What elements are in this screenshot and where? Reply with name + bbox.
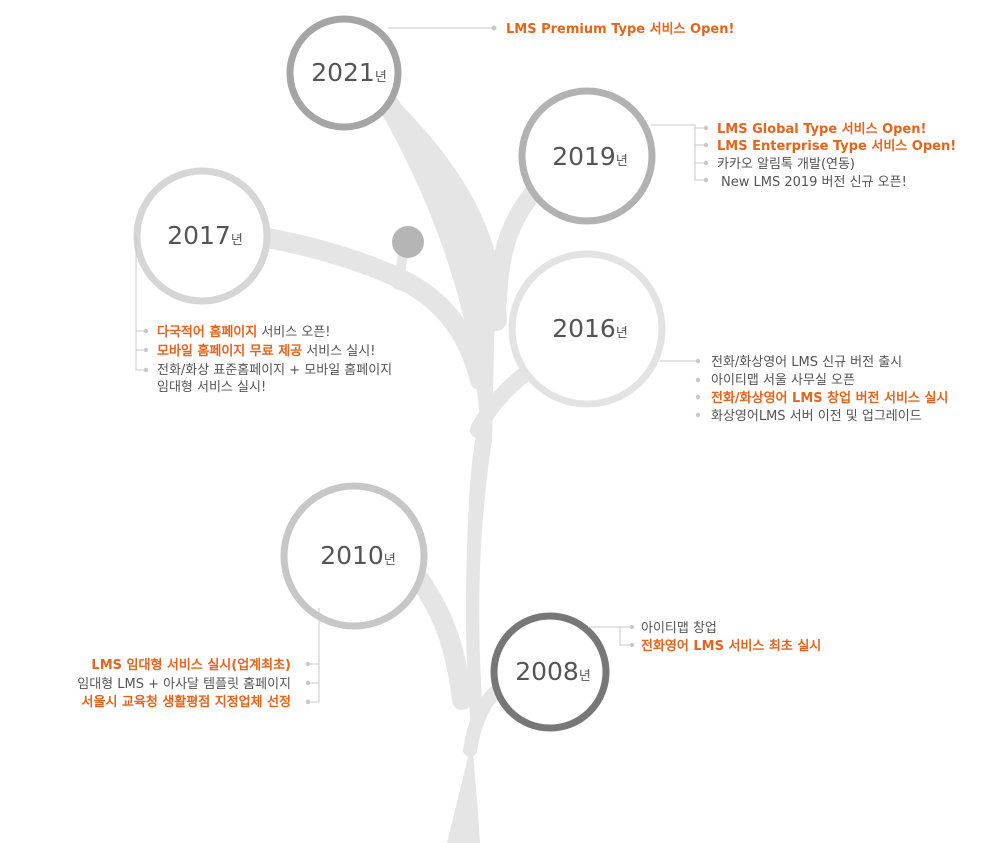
- year-2017-unit: 년: [231, 233, 243, 248]
- items-2019: LMS Global Type 서비스 Open! LMS Enterprise…: [717, 122, 956, 190]
- year-2019-unit: 년: [616, 154, 628, 169]
- item-2008-1: 아이티맵 창업: [641, 621, 717, 636]
- items-2021: LMS Premium Type 서비스 Open!: [506, 22, 734, 37]
- item-2017-2-highlight: 모바일 홈페이지 무료 제공: [157, 343, 302, 359]
- tree-trunk: [380, 95, 495, 843]
- year-2008-unit: 년: [579, 669, 591, 684]
- svg-text:2008년: 2008년: [515, 657, 591, 686]
- item-2010-3: 서울시 교육청 생활평점 지정업체 선정: [82, 694, 291, 710]
- year-2019-circle: 2019년: [518, 87, 656, 225]
- item-2017-1-rest: 서비스 오픈!: [257, 325, 330, 340]
- item-2010-1: LMS 임대형 서비스 실시(업계최초): [91, 657, 291, 673]
- svg-text:다국적어 홈페이지 서비스 오픈!: 다국적어 홈페이지 서비스 오픈!: [157, 324, 331, 340]
- year-2010-circle: 2010년: [280, 482, 428, 630]
- year-2021-unit: 년: [375, 70, 387, 85]
- item-2016-1: 전화/화상영어 LMS 신규 버전 출시: [711, 355, 902, 370]
- branch-twig: [393, 250, 408, 290]
- connectors: [135, 25, 709, 705]
- item-2008-2: 전화영어 LMS 서비스 최초 실시: [641, 638, 821, 654]
- item-2019-4: New LMS 2019 버전 신규 오픈!: [721, 175, 907, 190]
- year-2019-label: 2019: [552, 142, 616, 171]
- year-2016-circle: 2016년: [508, 250, 666, 408]
- svg-text:2019년: 2019년: [552, 142, 628, 171]
- year-2021-label: 2021: [311, 58, 375, 87]
- item-2019-1: LMS Global Type 서비스 Open!: [717, 122, 926, 137]
- year-2008-circle: 2008년: [490, 612, 610, 732]
- year-2010-unit: 년: [384, 553, 396, 568]
- item-2016-2: 아이티맵 서울 사무실 오픈: [711, 373, 855, 388]
- svg-text:모바일 홈페이지 무료 제공 서비스 실시!: 모바일 홈페이지 무료 제공 서비스 실시!: [157, 343, 375, 359]
- svg-text:2010년: 2010년: [320, 541, 396, 570]
- year-2017-circle: 2017년: [133, 167, 271, 305]
- items-2017: 다국적어 홈페이지 서비스 오픈! 모바일 홈페이지 무료 제공 서비스 실시!…: [157, 324, 392, 395]
- year-2016-unit: 년: [616, 326, 628, 341]
- svg-text:2021년: 2021년: [311, 58, 387, 87]
- item-2016-4: 화상영어LMS 서버 이전 및 업그레이드: [711, 409, 922, 424]
- year-2017-label: 2017: [167, 221, 231, 250]
- tree-knob: [392, 226, 424, 258]
- item-2021-1: LMS Premium Type 서비스 Open!: [506, 22, 734, 37]
- item-2017-3: 전화/화상 표준홈페이지 + 모바일 홈페이지: [157, 363, 392, 378]
- item-2017-4: 임대형 서비스 실시!: [157, 380, 266, 395]
- year-2016-label: 2016: [552, 314, 616, 343]
- item-2017-1-highlight: 다국적어 홈페이지: [157, 324, 257, 340]
- items-2008: 아이티맵 창업 전화영어 LMS 서비스 최초 실시: [641, 621, 821, 654]
- item-2016-3: 전화/화상영어 LMS 창업 버전 서비스 실시: [711, 390, 948, 406]
- item-2019-3: 카카오 알림톡 개발(연동): [717, 157, 855, 172]
- branch-2017: [258, 228, 490, 390]
- tree: [380, 95, 495, 843]
- year-2021-circle: 2021년: [286, 15, 402, 131]
- year-2010-label: 2010: [320, 541, 384, 570]
- year-2008-label: 2008: [515, 657, 579, 686]
- item-2010-2: 임대형 LMS + 아사달 템플릿 홈페이지: [77, 677, 291, 692]
- item-2019-2: LMS Enterprise Type 서비스 Open!: [717, 139, 956, 154]
- items-2016: 전화/화상영어 LMS 신규 버전 출시 아이티맵 서울 사무실 오픈 전화/화…: [711, 355, 948, 424]
- item-2017-2-rest: 서비스 실시!: [302, 344, 375, 359]
- svg-text:2016년: 2016년: [552, 314, 628, 343]
- svg-text:2017년: 2017년: [167, 221, 243, 250]
- branch-2010: [410, 570, 472, 710]
- items-2010: LMS 임대형 서비스 실시(업계최초) 임대형 LMS + 아사달 템플릿 홈…: [77, 657, 291, 710]
